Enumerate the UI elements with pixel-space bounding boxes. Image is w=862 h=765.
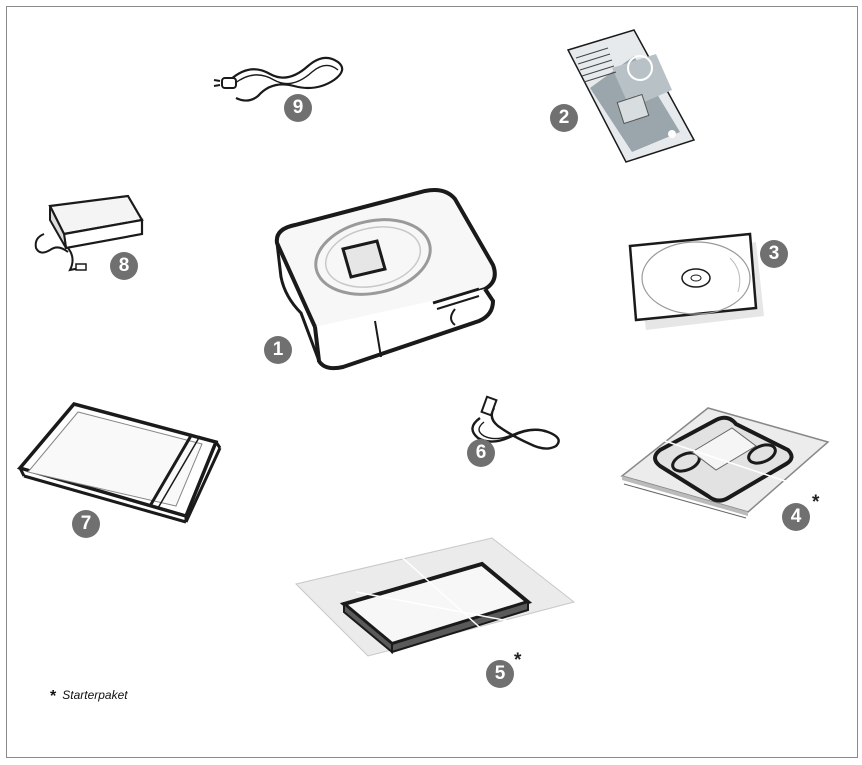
paper-tray-icon (16, 398, 226, 528)
item-number-badge-9: 9 (284, 94, 312, 122)
starter-pack-asterisk-5: * (514, 650, 522, 671)
item-number-badge-7: 7 (72, 510, 100, 538)
power-cord-icon (213, 48, 360, 108)
photo-printer-icon (265, 185, 505, 371)
print-cartridge-pack-icon (620, 406, 830, 519)
legend-text: Starterpaket (62, 688, 128, 702)
item-number-badge-8: 8 (110, 252, 138, 280)
cd-rom-icon (626, 232, 776, 330)
item-number-badge-4: 4 (782, 503, 810, 531)
photo-paper-pack-icon (295, 532, 576, 662)
item-number-badge-5: 5 (486, 660, 514, 688)
legend-asterisk: * (50, 688, 57, 705)
manual-booklet-icon (560, 28, 700, 168)
item-number-badge-3: 3 (760, 240, 788, 268)
item-number-badge-6: 6 (467, 439, 495, 467)
power-adapter-icon (24, 190, 154, 280)
item-number-badge-1: 1 (264, 336, 292, 364)
item-number-badge-2: 2 (550, 104, 578, 132)
starter-pack-legend: * Starterpaket (50, 688, 128, 706)
starter-pack-asterisk-4: * (812, 492, 820, 513)
